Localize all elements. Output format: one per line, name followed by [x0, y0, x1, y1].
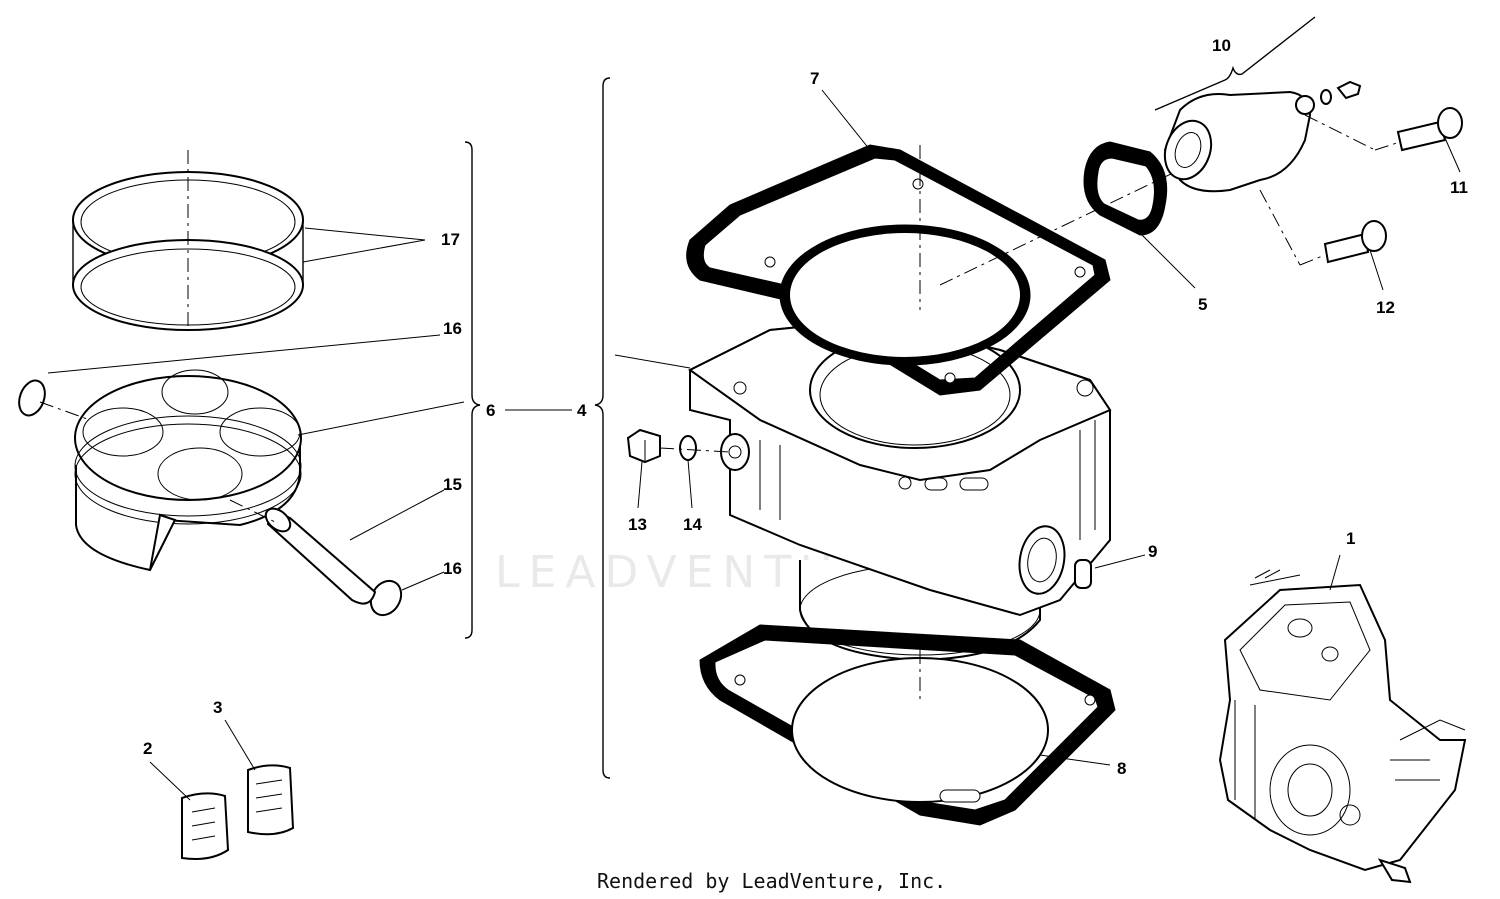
callout-5: 5 — [1198, 295, 1207, 314]
callout-16-top: 16 — [443, 319, 462, 338]
oil-bolt — [626, 428, 661, 464]
callout-15: 15 — [443, 475, 462, 494]
part-2 — [181, 792, 230, 860]
callout-11: 11 — [1450, 178, 1468, 197]
tensioner-plug-screw — [1336, 80, 1362, 100]
circlip-left — [18, 379, 46, 417]
piston-rings — [72, 150, 304, 331]
group-bracket-4 — [594, 77, 611, 779]
engine-assembly — [1218, 569, 1467, 884]
piston-pin — [229, 499, 377, 605]
callout-8: 8 — [1117, 759, 1126, 778]
callout-3: 3 — [213, 698, 222, 717]
callout-9: 9 — [1148, 542, 1157, 561]
credit-text: Rendered by LeadVenture, Inc. — [597, 869, 946, 893]
callout-7: 7 — [810, 69, 819, 88]
cylinder-head-gasket — [686, 144, 1111, 396]
group-bracket-10 — [1154, 16, 1316, 111]
tensioner-washer — [1320, 89, 1332, 105]
bolt-12 — [1299, 220, 1387, 266]
dowel-pin — [1074, 559, 1092, 589]
callout-12: 12 — [1376, 298, 1395, 317]
callout-16-bottom: 16 — [443, 559, 462, 578]
tensioner-gasket — [939, 141, 1201, 286]
piston — [74, 369, 302, 572]
leader-lines — [47, 89, 1461, 801]
cylinder — [688, 318, 1112, 662]
chain-tensioner — [1163, 90, 1376, 266]
part-3 — [247, 764, 295, 836]
group-bracket-6 — [464, 141, 481, 639]
callout-17: 17 — [441, 230, 460, 249]
callout-10: 10 — [1212, 36, 1231, 55]
callout-14: 14 — [683, 515, 702, 534]
callout-4: 4 — [577, 401, 587, 420]
callout-6: 6 — [486, 401, 495, 420]
sealing-washer — [659, 435, 731, 461]
callout-13: 13 — [628, 515, 647, 534]
cylinder-base-gasket — [699, 624, 1116, 826]
bolt-11 — [1374, 107, 1463, 152]
callout-1: 1 — [1346, 529, 1355, 548]
callout-2: 2 — [143, 739, 152, 758]
